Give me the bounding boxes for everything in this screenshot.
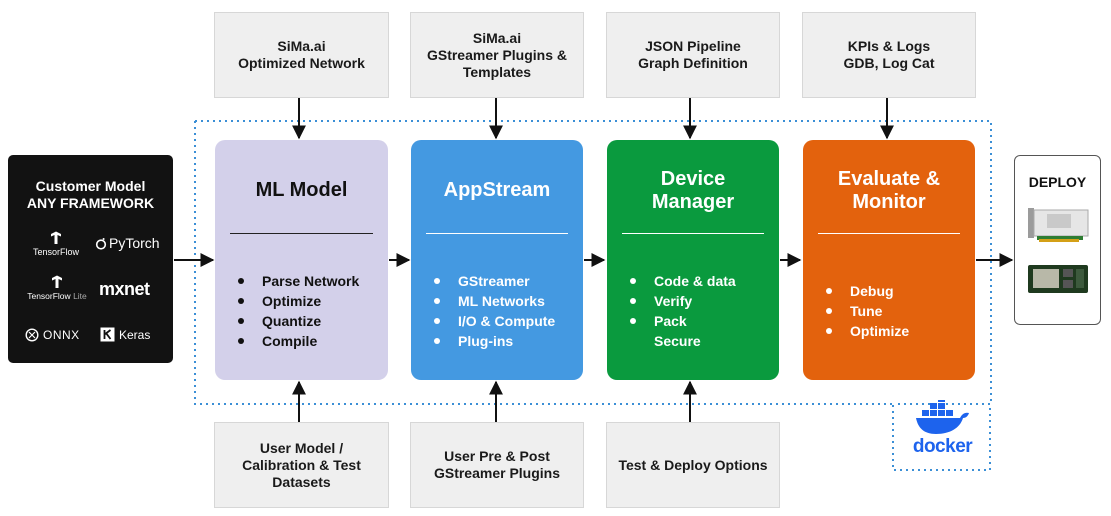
input-box-text: SiMa.ai Optimized Network: [238, 38, 365, 71]
stage-list-item: Optimize: [823, 321, 909, 341]
mxnet-logo: mxnet: [99, 279, 150, 300]
tensorflow-lite-logo: TensorFlow Lite: [22, 275, 92, 301]
input-box-text: JSON Pipeline Graph Definition: [638, 38, 748, 71]
onnx-logo: ONNX: [25, 328, 80, 342]
stage-list-item: GStreamer: [431, 271, 555, 291]
pytorch-logo: PyTorch: [95, 235, 160, 251]
pcie-card-icon: [1028, 208, 1089, 242]
stage-divider: [818, 233, 960, 234]
input-box-gstreamer-plugins: SiMa.ai GStreamer Plugins & Templates: [410, 12, 584, 98]
pytorch-label: PyTorch: [109, 235, 160, 251]
stage-list-item: Code & data: [627, 271, 736, 291]
input-box-test-deploy: Test & Deploy Options: [606, 422, 780, 508]
keras-label: Keras: [119, 327, 151, 342]
som-module-icon: [1028, 265, 1088, 293]
docker-label: docker: [912, 436, 973, 457]
input-box-text: User Model / Calibration & Test Datasets: [242, 439, 361, 490]
keras-icon: [100, 327, 115, 342]
tensorflow-icon: [51, 231, 61, 244]
tensorflow-label: TensorFlow: [32, 247, 79, 257]
docker-boundary: [194, 120, 992, 405]
stage-title: Device Manager: [651, 168, 735, 213]
onnx-icon: [25, 328, 39, 342]
mxnet-label: mxnet: [99, 279, 150, 299]
customer-model-heading: Customer Model ANY FRAMEWORK: [26, 178, 155, 211]
stage-title: AppStream: [443, 179, 551, 201]
input-box-text: KPIs & Logs GDB, Log Cat: [843, 38, 935, 71]
stage-list-item: I/O & Compute: [431, 311, 555, 331]
stage-appstream: AppStream GStreamer ML Networks I/O & Co…: [411, 140, 583, 380]
deploy-panel: DEPLOY: [1014, 155, 1101, 325]
customer-model-panel: Customer Model ANY FRAMEWORK TensorFlow …: [8, 155, 173, 363]
stage-list-item: Quantize: [235, 311, 359, 331]
keras-logo: Keras: [100, 327, 150, 342]
input-box-user-plugins: User Pre & Post GStreamer Plugins: [410, 422, 584, 508]
input-box-text: Test & Deploy Options: [618, 456, 768, 473]
tensorflow-logo: TensorFlow: [26, 231, 86, 257]
stage-list-item: Optimize: [235, 291, 359, 311]
stage-title: ML Model: [255, 179, 348, 201]
input-box-json-pipeline: JSON Pipeline Graph Definition: [606, 12, 780, 98]
stage-list-item: Compile: [235, 331, 359, 351]
stage-list-item: Debug: [823, 281, 909, 301]
stage-ml-model: ML Model Parse Network Optimize Quantize…: [215, 140, 388, 380]
stage-device-manager: Device Manager Code & data Verify Pack S…: [607, 140, 779, 380]
stage-list-item: Secure: [654, 333, 701, 349]
stage-list: GStreamer ML Networks I/O & Compute Plug…: [431, 271, 555, 351]
input-box-text: SiMa.ai GStreamer Plugins & Templates: [426, 29, 568, 80]
input-box-kpis-logs: KPIs & Logs GDB, Log Cat: [802, 12, 976, 98]
stage-list-item: Tune: [823, 301, 909, 321]
stage-list-item: Pack: [627, 311, 736, 331]
input-box-text: User Pre & Post GStreamer Plugins: [433, 448, 561, 481]
stage-divider: [622, 233, 764, 234]
docker-whale-icon: [916, 400, 969, 434]
tensorflow-lite-icon: [52, 275, 62, 288]
stage-list-item: Plug-ins: [431, 331, 555, 351]
deploy-heading: DEPLOY: [1028, 174, 1087, 190]
stage-list: Parse Network Optimize Quantize Compile: [235, 271, 359, 351]
stage-list: Code & data Verify Pack Secure: [627, 271, 736, 351]
stage-title: Evaluate & Monitor: [837, 168, 941, 213]
input-box-user-model: User Model / Calibration & Test Datasets: [214, 422, 389, 508]
tensorflow-lite-label: TensorFlow Lite: [27, 291, 87, 301]
stage-evaluate-monitor: Evaluate & Monitor Debug Tune Optimize: [803, 140, 975, 380]
stage-list-item: Verify: [627, 291, 736, 311]
input-box-optimized-network: SiMa.ai Optimized Network: [214, 12, 389, 98]
stage-divider: [230, 233, 373, 234]
stage-divider: [426, 233, 568, 234]
stage-list-item: Parse Network: [235, 271, 359, 291]
pytorch-icon: [95, 238, 107, 250]
onnx-label: ONNX: [43, 328, 80, 342]
stage-list-item: ML Networks: [431, 291, 555, 311]
stage-list: Debug Tune Optimize: [823, 281, 909, 341]
docker-logo: docker: [900, 398, 985, 464]
